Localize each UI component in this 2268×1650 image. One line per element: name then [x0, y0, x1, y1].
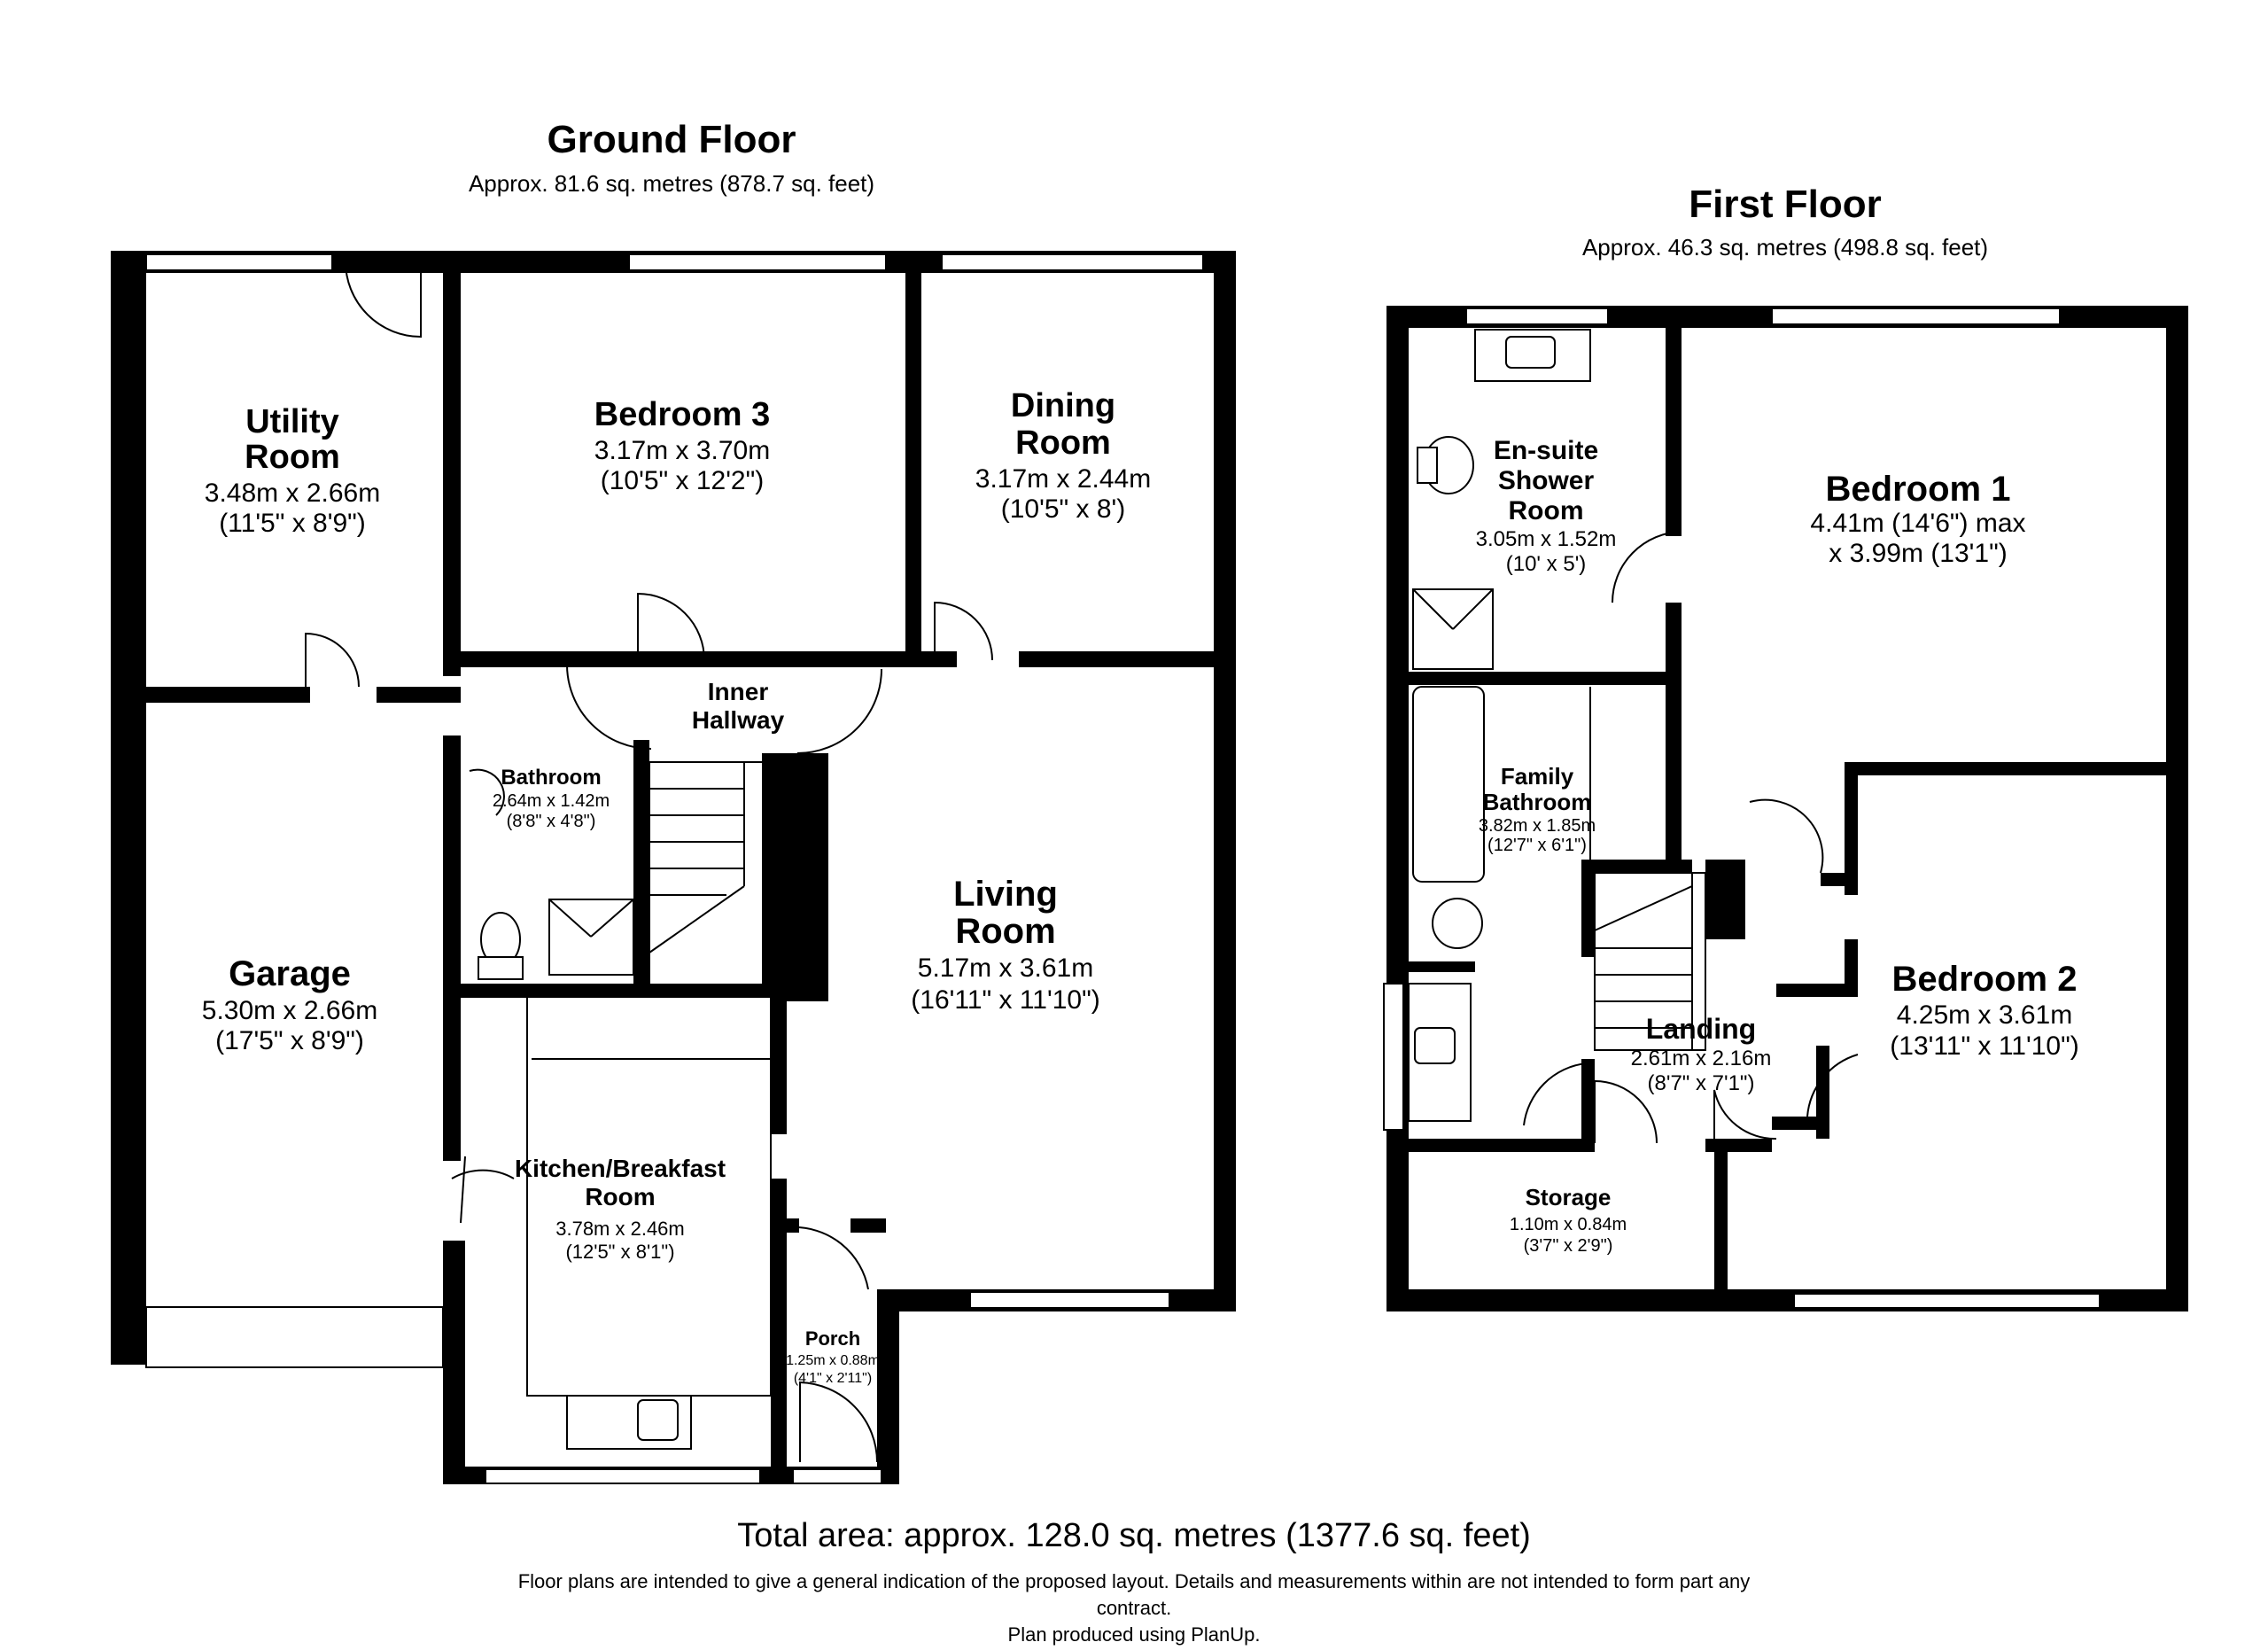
- ground-floor-windows: [145, 253, 1204, 1484]
- room-dimensions: 4.41m (14'6") max: [1810, 509, 2025, 538]
- room-name: Room: [1015, 424, 1111, 462]
- room-name: Living: [953, 875, 1058, 914]
- room-name: Bedroom 1: [1826, 470, 2011, 509]
- room-name: Porch: [805, 1327, 860, 1350]
- room-name: Bathroom: [1483, 789, 1592, 815]
- disclaimer: Floor plans are intended to give a gener…: [518, 1570, 1751, 1592]
- room-dimensions-imperial: (8'8" x 4'8"): [507, 812, 596, 831]
- room-dimensions-imperial: (8'7" x 7'1"): [1648, 1071, 1755, 1095]
- room-name: Garage: [229, 954, 351, 993]
- room-dimensions-imperial: (10'5" x 12'2"): [601, 466, 765, 495]
- room-name: Room: [1509, 496, 1584, 525]
- room-name: Room: [585, 1183, 655, 1210]
- first-floor-doors: [1523, 531, 1859, 1144]
- first-floor-fixtures: [1408, 329, 1591, 1122]
- room-dimensions: 1.25m x 0.88m: [786, 1353, 880, 1368]
- room-name: Room: [245, 439, 340, 476]
- ground-floor-stairs: [649, 761, 765, 989]
- first-floor-title: First Floor: [1689, 183, 1882, 226]
- ground-floor-fixtures: [469, 768, 772, 1450]
- ground-floor-doors: [305, 261, 993, 1463]
- footer: Total area: approx. 128.0 sq. metres (13…: [518, 1517, 1751, 1646]
- ground-floor-area: Approx. 81.6 sq. metres (878.7 sq. feet): [469, 170, 874, 197]
- room-dimensions-imperial: (10' x 5'): [1506, 552, 1587, 576]
- room-dimensions-imperial: (12'5" x 8'1"): [565, 1241, 674, 1263]
- first-floor-windows: [1383, 307, 2101, 1309]
- room-name: Bedroom 3: [594, 396, 770, 433]
- produced-by: Plan produced using PlanUp.: [1008, 1623, 1261, 1646]
- room-dimensions: 2.64m x 1.42m: [493, 791, 610, 811]
- room-dimensions: 3.82m x 1.85m: [1479, 816, 1596, 836]
- room-name: Hallway: [692, 706, 785, 734]
- room-dimensions: 3.17m x 3.70m: [594, 436, 770, 465]
- room-dimensions: 2.61m x 2.16m: [1631, 1047, 1772, 1070]
- room-name: Kitchen/Breakfast: [515, 1155, 726, 1182]
- ground-floor-title: Ground Floor: [547, 118, 796, 161]
- room-name: Bathroom: [501, 766, 601, 790]
- disclaimer-continued: contract.: [1097, 1597, 1171, 1619]
- room-dimensions-imperial: (11'5" x 8'9"): [219, 509, 366, 538]
- room-dimensions-imperial: (10'5" x 8'): [1001, 494, 1126, 524]
- room-name: Shower: [1498, 466, 1595, 495]
- first-floor-area: Approx. 46.3 sq. metres (498.8 sq. feet): [1582, 234, 1988, 261]
- total-area: Total area: approx. 128.0 sq. metres (13…: [737, 1517, 1531, 1554]
- room-dimensions: 3.48m x 2.66m: [205, 479, 380, 508]
- room-dimensions: 3.78m x 2.46m: [555, 1218, 685, 1240]
- first-floor-plan: First Floor Approx. 46.3 sq. metres (498…: [1383, 183, 2188, 1311]
- room-dimensions-imperial: (4'1" x 2'11"): [794, 1371, 872, 1386]
- ground-floor-plan: Ground Floor Approx. 81.6 sq. metres (87…: [111, 118, 1236, 1484]
- room-name: Storage: [1526, 1184, 1612, 1210]
- room-dimensions: 1.10m x 0.84m: [1510, 1215, 1627, 1234]
- room-dimensions-imperial: (3'7" x 2'9"): [1524, 1236, 1613, 1256]
- room-name: Utility: [245, 403, 339, 440]
- room-dimensions: 5.30m x 2.66m: [202, 996, 377, 1025]
- room-dimensions: 3.05m x 1.52m: [1476, 527, 1617, 551]
- room-dimensions-imperial: (17'5" x 8'9"): [215, 1026, 364, 1055]
- first-floor-labels: First Floor Approx. 46.3 sq. metres (498…: [1476, 183, 2079, 1256]
- first-floor-stairs: [1594, 872, 1706, 1051]
- room-name: En-suite: [1494, 436, 1598, 465]
- room-name: Inner: [708, 678, 769, 705]
- room-name: Landing: [1646, 1013, 1756, 1045]
- ground-floor-labels: Ground Floor Approx. 81.6 sq. metres (87…: [202, 118, 1151, 1386]
- room-dimensions-imperial: x 3.99m (13'1"): [1829, 539, 2007, 568]
- room-name: Family: [1501, 763, 1574, 790]
- room-dimensions: 4.25m x 3.61m: [1897, 1000, 2072, 1030]
- room-dimensions-imperial: (16'11" x 11'10"): [911, 985, 1099, 1015]
- room-dimensions: 3.17m x 2.44m: [975, 464, 1151, 494]
- room-name: Dining: [1011, 387, 1115, 424]
- room-dimensions-imperial: (13'11" x 11'10"): [1890, 1031, 2078, 1061]
- room-name: Room: [955, 912, 1055, 951]
- room-dimensions-imperial: (12'7" x 6'1"): [1487, 836, 1587, 855]
- room-dimensions: 5.17m x 3.61m: [918, 953, 1093, 983]
- room-name: Bedroom 2: [1892, 960, 2078, 999]
